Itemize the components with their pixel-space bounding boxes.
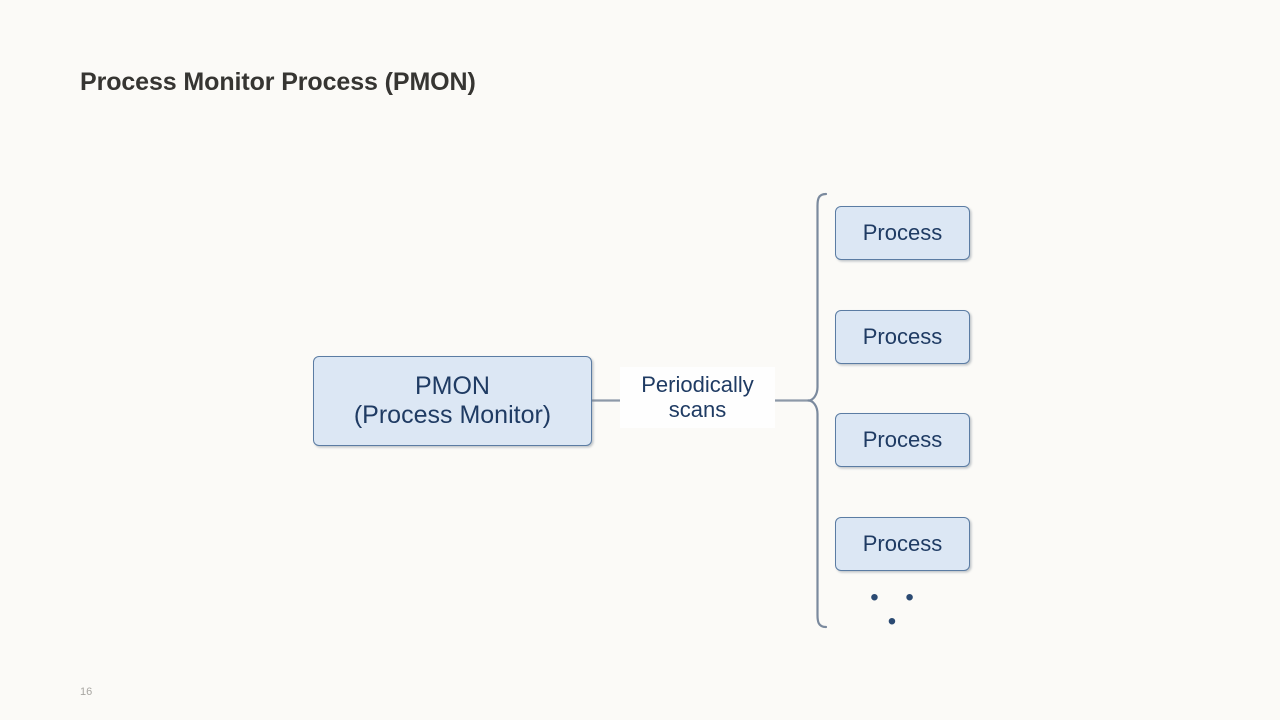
node-process-4[interactable]: Process xyxy=(835,517,970,571)
edge-label-text: Periodically scans xyxy=(641,371,754,422)
more-processes-ellipsis: • • • xyxy=(870,584,924,635)
node-process-2[interactable]: Process xyxy=(835,310,970,364)
edge-label-periodically-scans: Periodically scans xyxy=(620,367,775,428)
node-process-1-label: Process xyxy=(862,220,943,246)
node-process-2-label: Process xyxy=(862,324,943,350)
node-process-4-label: Process xyxy=(862,531,943,557)
node-process-1[interactable]: Process xyxy=(835,206,970,260)
node-process-3[interactable]: Process xyxy=(835,413,970,467)
slide-page-number: 16 xyxy=(80,686,93,698)
grouping-brace xyxy=(807,192,828,629)
node-process-3-label: Process xyxy=(862,427,943,453)
page-title: Process Monitor Process (PMON) xyxy=(80,68,476,96)
node-pmon-label: PMON (Process Monitor) xyxy=(353,371,552,430)
node-pmon[interactable]: PMON (Process Monitor) xyxy=(313,356,592,446)
